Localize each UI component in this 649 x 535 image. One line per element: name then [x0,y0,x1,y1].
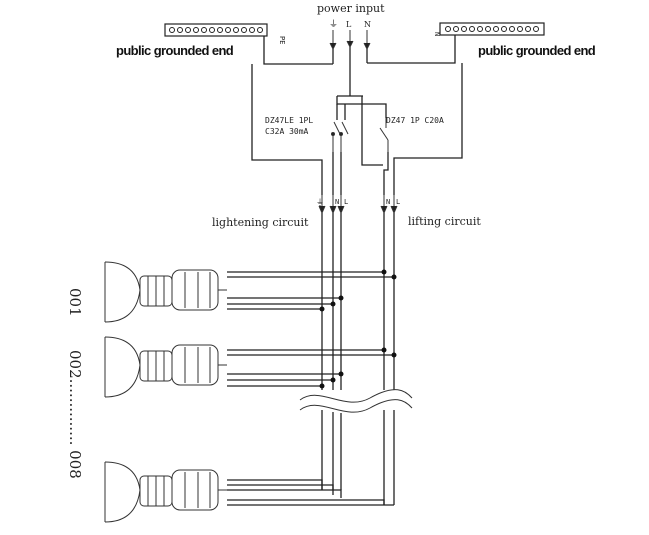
lightening-circuit-label: lightening circuit [212,216,309,229]
pe-label: PE [278,36,286,44]
bus-l2-label: L [396,198,400,206]
public-grounded-end-left-label: public grounded end [116,43,234,58]
break-marks [299,389,413,413]
terminal-block-icon [164,23,268,37]
breaker-wiring [332,96,389,195]
breaker1-label-line1: DZ47LE 1PL [265,116,313,125]
fixture-001-label: 001 [66,288,84,317]
lamp-fixture-icon [104,261,227,323]
bus-l1-label: L [344,198,348,206]
bus-n2-label: N [386,198,390,206]
lamp-fixture-icon [104,461,227,523]
bus-ground-label: ⏚ [316,198,324,207]
breaker1-label-line2: C32A 30mA [265,127,309,136]
public-grounded-end-right-label: public grounded end [478,43,596,58]
terminal-n-label: N [364,20,371,29]
terminal-block-icon [439,22,545,36]
terminal-l-label: L [346,20,352,29]
fixture-wiring [227,271,394,506]
n-bar-label: N [433,32,441,36]
upper-wiring [251,35,463,195]
power-input-label: power input [317,2,385,15]
terminal-ground-label: ⏚ [329,19,338,30]
breaker2-label: DZ47 1P C20A [386,116,444,125]
junction-dots [319,269,397,389]
input-arrows [329,30,371,51]
lamp-fixture-icon [104,336,227,398]
fixture-002-008-label: 002.............. 008 [66,350,84,479]
bus-n1-label: N [335,198,339,206]
lifting-circuit-label: lifting circuit [408,215,481,228]
vertical-buses [321,213,395,505]
circuit-breaker-icon [331,118,389,152]
